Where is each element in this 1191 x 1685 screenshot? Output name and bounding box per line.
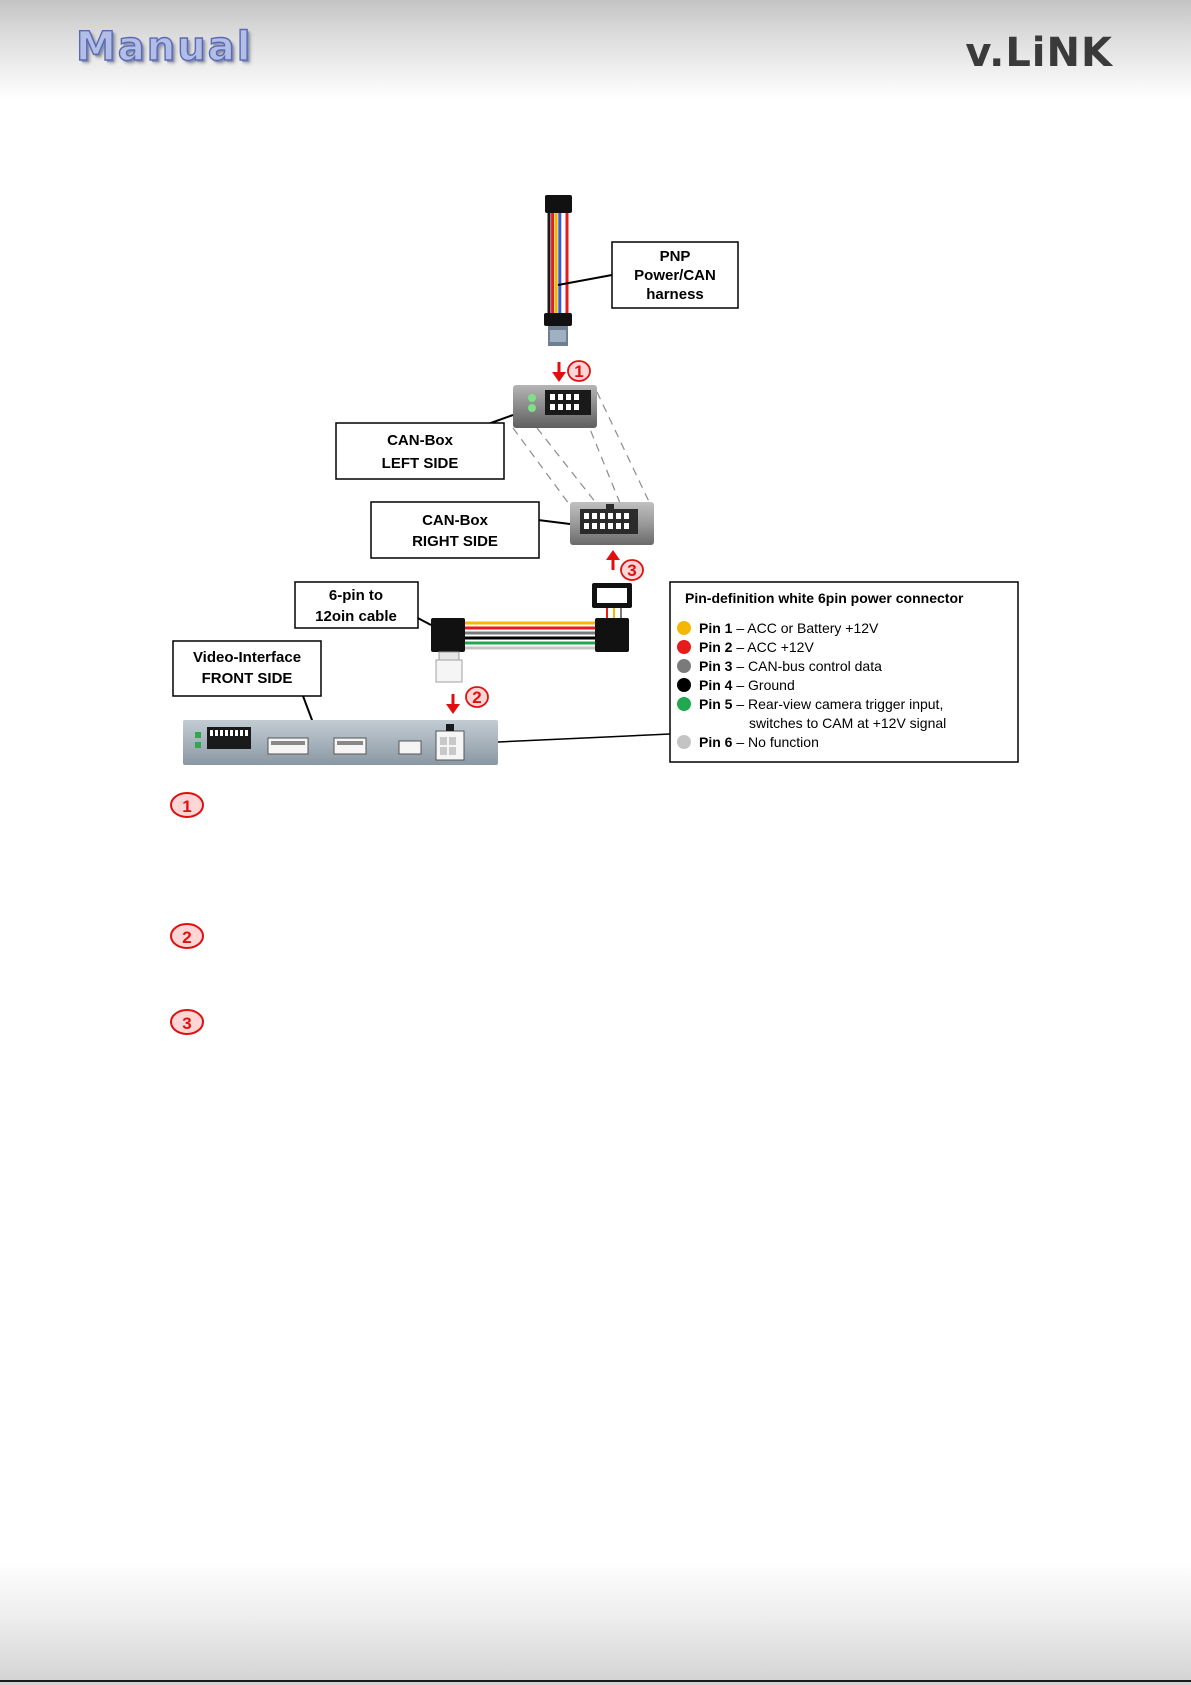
legend-step-badges: 1 2 3 xyxy=(170,792,204,1035)
svg-text:3: 3 xyxy=(182,1014,191,1033)
canbox-left xyxy=(487,385,597,428)
six-to-twelve-pin-cable xyxy=(413,615,629,683)
svg-text:3: 3 xyxy=(627,561,636,580)
pin-row-text-continued: switches to CAM at +12V signal xyxy=(749,715,946,731)
canbox-right xyxy=(537,502,654,545)
canbox-right-label-line: CAN-Box xyxy=(422,512,488,529)
step-arrow-3 xyxy=(606,550,620,570)
legend-step-2: 2 xyxy=(170,923,204,949)
legend-step-1: 1 xyxy=(170,792,204,818)
power-6pin-port xyxy=(435,730,465,761)
pin-row-text: Pin 5 – Rear-view camera trigger input, xyxy=(699,696,943,712)
cable-label-line: 6-pin to xyxy=(329,587,383,604)
harness-wires xyxy=(547,213,569,313)
video-label-line: FRONT SIDE xyxy=(202,670,293,687)
canbox-left-label-line: LEFT SIDE xyxy=(382,455,459,472)
footer-line xyxy=(0,1680,1191,1682)
vlink-logo: v.LiNK xyxy=(965,30,1113,76)
step-badge-1: 1 xyxy=(567,360,591,382)
pin-row-text: Pin 1 – ACC or Battery +12V xyxy=(699,620,879,636)
video-label-line: Video-Interface xyxy=(193,649,301,666)
cable-12pin-connector xyxy=(592,583,632,622)
video-port xyxy=(398,740,422,755)
svg-text:1: 1 xyxy=(574,362,583,381)
pin-color-dot xyxy=(677,640,691,654)
pin-definition-title: Pin-definition white 6pin power connecto… xyxy=(685,590,964,606)
pin-color-dot xyxy=(677,697,691,711)
footer-band xyxy=(0,1560,1191,1685)
canbox-left-label-line: CAN-Box xyxy=(387,432,453,449)
cable-label-box: 6-pin to 12oin cable xyxy=(294,581,419,629)
pin-color-dot xyxy=(677,621,691,635)
pin-definition-box: Pin-definition white 6pin power connecto… xyxy=(669,581,1019,763)
step-badge-3: 3 xyxy=(620,559,644,581)
svg-text:2: 2 xyxy=(182,928,191,947)
pin-row-text: Pin 3 – CAN-bus control data xyxy=(699,658,882,674)
pin-color-dot xyxy=(677,735,691,749)
canbox-left-label-box: CAN-Box LEFT SIDE xyxy=(335,422,505,480)
svg-text:1: 1 xyxy=(182,797,191,816)
canbox-left-pins xyxy=(550,394,579,410)
pnp-label-box: PNP Power/CAN harness xyxy=(611,241,739,309)
led-green xyxy=(528,394,536,402)
canbox-right-pins xyxy=(584,513,629,529)
step-arrow-2 xyxy=(446,694,460,714)
pnp-label-line: PNP xyxy=(660,248,691,265)
svg-text:2: 2 xyxy=(472,688,481,707)
manual-logo: Manual xyxy=(75,23,253,70)
harness-top-plug xyxy=(545,195,572,213)
pin-color-dot xyxy=(677,659,691,673)
pin-row-text: Pin 2 – ACC +12V xyxy=(699,639,814,655)
pnp-harness xyxy=(544,195,613,346)
pin-row-text: Pin 4 – Ground xyxy=(699,677,795,693)
canbox-right-label-line: RIGHT SIDE xyxy=(412,533,498,550)
pnp-label-line: harness xyxy=(646,286,704,303)
header-band xyxy=(0,0,1191,100)
harness-bottom-plug xyxy=(544,313,572,326)
white-6pin-plug xyxy=(435,659,463,683)
cable-label-line: 12oin cable xyxy=(315,608,397,625)
video-interface-label-box: Video-Interface FRONT SIDE xyxy=(172,640,322,737)
step-arrow-1 xyxy=(552,362,566,382)
led-green xyxy=(528,404,536,412)
legend-step-3: 3 xyxy=(170,1009,204,1035)
pnp-label-line: Power/CAN xyxy=(634,267,716,284)
pnp-leader-line xyxy=(557,274,613,286)
cable-right-block xyxy=(595,618,629,652)
step-badge-2: 2 xyxy=(465,686,489,708)
video-port xyxy=(333,737,367,755)
pin-row-text: Pin 6 – No function xyxy=(699,734,819,750)
cable-left-block xyxy=(431,618,465,652)
cable-wires xyxy=(465,621,595,650)
pin-color-dot xyxy=(677,678,691,692)
canbox-right-label-box: CAN-Box RIGHT SIDE xyxy=(370,501,540,559)
pin-rows: Pin 1 – ACC or Battery +12V Pin 2 – ACC +… xyxy=(677,620,946,750)
dip-switch xyxy=(207,727,251,749)
video-interface-unit xyxy=(183,720,671,765)
video-port xyxy=(267,737,309,755)
